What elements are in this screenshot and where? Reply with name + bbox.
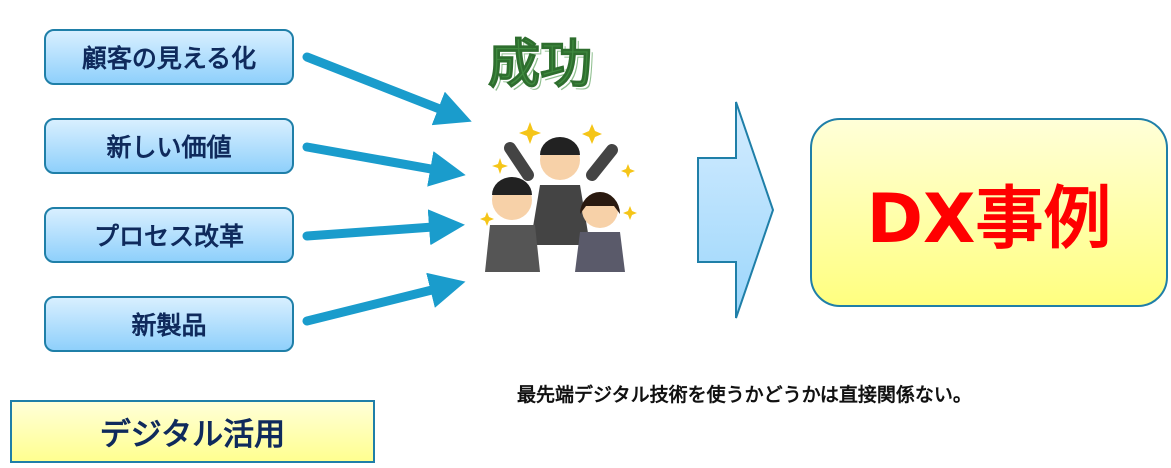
factor-label: プロセス改革 (93, 222, 244, 251)
dx-case-box: DX事例 (810, 118, 1168, 307)
factor-box-customer-visibility: 顧客の見える化 (44, 29, 294, 85)
big-right-arrow (697, 101, 775, 319)
digital-utilization-box: デジタル活用 (10, 400, 375, 463)
arrow-2 (302, 142, 466, 187)
arrow-1 (302, 52, 472, 126)
celebrating-people-illustration (480, 122, 637, 272)
note-text: 最先端デジタル技術を使うかどうかは直接関係ない。 (517, 384, 972, 406)
factor-label: 顧客の見える化 (81, 44, 257, 73)
factor-box-process-reform: プロセス改革 (44, 207, 294, 263)
factor-box-new-product: 新製品 (44, 296, 294, 352)
factor-box-new-value: 新しい価値 (44, 118, 294, 174)
success-heading: 成功 (487, 35, 593, 96)
digital-utilization-label: デジタル活用 (99, 417, 286, 453)
factor-label: 新製品 (131, 311, 207, 340)
arrow-4 (302, 272, 466, 326)
arrow-3 (302, 209, 465, 246)
factor-label: 新しい価値 (106, 133, 232, 162)
dx-case-label: DX事例 (866, 180, 1112, 259)
